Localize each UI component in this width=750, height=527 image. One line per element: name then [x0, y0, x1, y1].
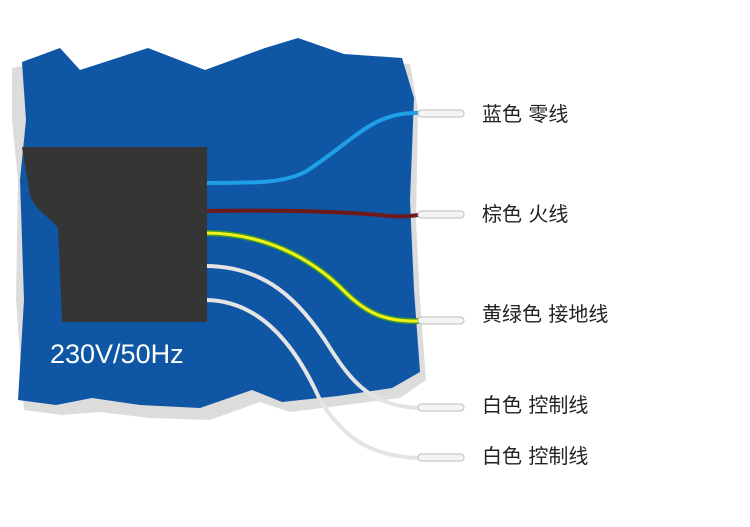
wire-label-brown: 棕色 火线	[482, 202, 568, 226]
terminal-tip-3	[417, 316, 465, 325]
wire-white-control-2	[203, 298, 420, 460]
wire-label-white-1: 白色 控制线	[482, 393, 588, 417]
terminal-tip-1	[417, 109, 465, 118]
device-body	[22, 147, 207, 322]
wire-yellow-earth	[203, 231, 420, 323]
terminal-tip-5	[417, 453, 465, 462]
wire-blue-neutral	[203, 110, 420, 185]
wire-brown-live	[203, 208, 420, 219]
wire-label-white-2: 白色 控制线	[482, 444, 588, 468]
wire-white-control-1	[203, 264, 420, 410]
device-rating: 230V/50Hz	[50, 339, 184, 369]
wire-label-yellow-green: 黄绿色 接地线	[482, 302, 608, 326]
terminal-tip-4	[417, 403, 465, 412]
terminal-tip-2	[417, 210, 465, 219]
wire-label-blue: 蓝色 零线	[482, 102, 568, 126]
